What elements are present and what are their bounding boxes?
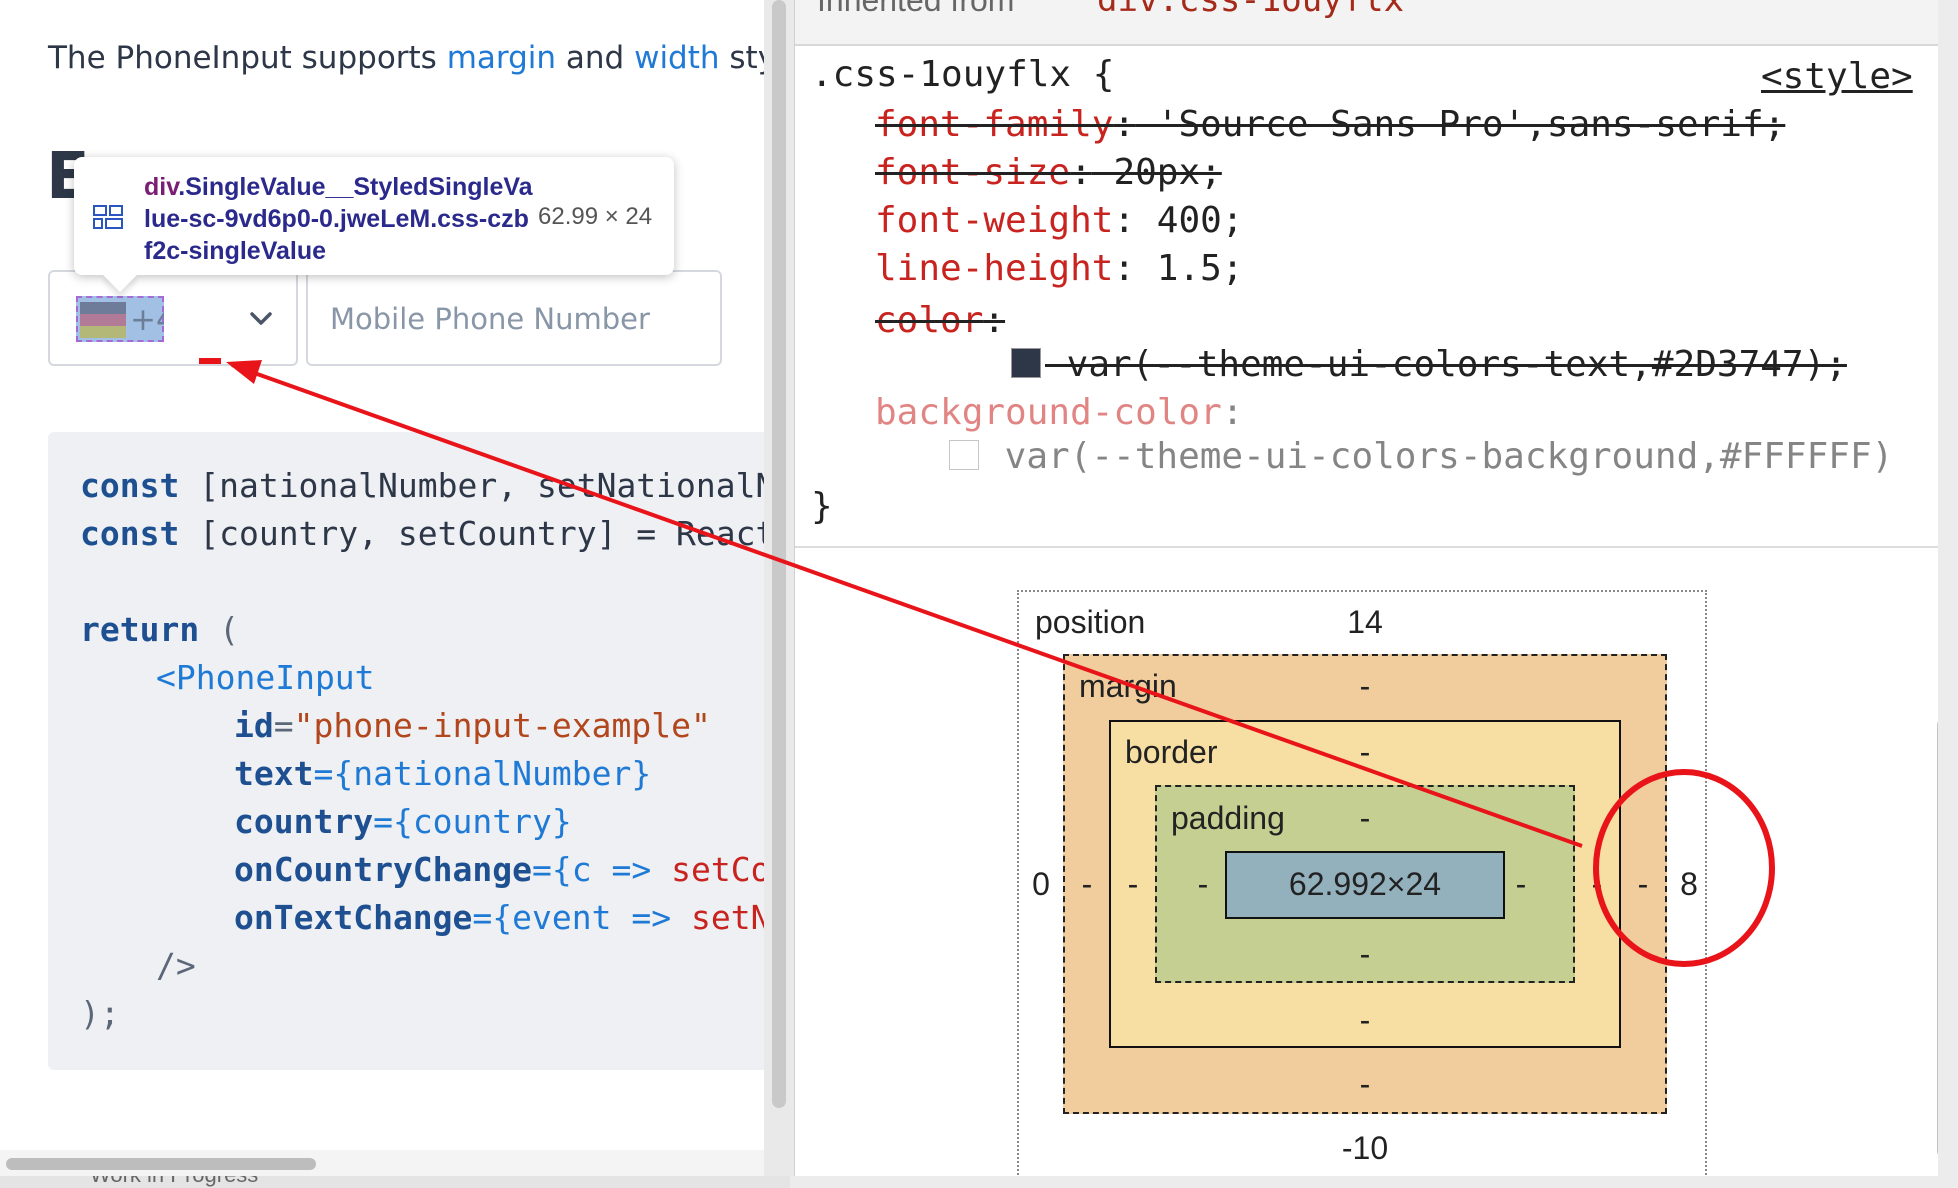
margin-top[interactable]: - — [1359, 668, 1371, 704]
inspected-element-highlight: +49 — [76, 296, 164, 342]
padding-top[interactable]: - — [1359, 800, 1371, 836]
code-line: id="phone-input-example" — [234, 706, 711, 745]
chevron-down-icon[interactable] — [246, 304, 276, 334]
background-swatch[interactable] — [949, 440, 979, 470]
flex-container-icon — [93, 205, 123, 229]
intro-text: The PhoneInput supports — [48, 40, 437, 76]
declaration-line-height[interactable]: line-height: 1.5; — [875, 248, 1244, 289]
padding-right[interactable]: - — [1515, 866, 1527, 902]
declaration-color[interactable]: color: — [875, 300, 1006, 341]
margin-label: margin — [1079, 668, 1177, 704]
inherited-header: Inherited from div.css-1ouyflx — [795, 0, 1938, 46]
code-line: onCountryChange={c => setCou — [234, 850, 764, 889]
color-swatch[interactable] — [1011, 348, 1041, 378]
code-line: /> — [156, 946, 196, 985]
position-bottom[interactable]: -10 — [1341, 1130, 1389, 1166]
inspector-tooltip: div.SingleValue__StyledSingleValue-sc-9v… — [74, 157, 674, 292]
position-label: position — [1035, 604, 1146, 640]
scrollbar-thumb[interactable] — [6, 1158, 316, 1170]
code-line: text={nationalNumber} — [234, 754, 652, 793]
declaration-font-size[interactable]: font-size: 20px; — [875, 152, 1222, 193]
code-line: country={country} — [234, 802, 572, 841]
border-left[interactable]: - — [1127, 866, 1139, 902]
declaration-color-value[interactable]: var(--theme-ui-colors-text,#2D3747); — [1011, 344, 1847, 385]
code-line: ); — [80, 994, 120, 1033]
section-divider — [795, 546, 1938, 548]
margin-link[interactable]: margin — [446, 40, 557, 76]
declaration-background-value[interactable]: var(--theme-ui-colors-background,#FFFFFF… — [949, 436, 1893, 477]
inherited-label: Inherited from — [817, 0, 1015, 18]
tooltip-selector: div.SingleValue__StyledSingleValue-sc-9v… — [144, 171, 534, 267]
width-link[interactable]: width — [634, 40, 720, 76]
devtools-panel: Inherited from div.css-1ouyflx .css-1ouy… — [794, 0, 1938, 1176]
border-right[interactable]: - — [1591, 866, 1603, 902]
content-size[interactable]: 62.992×24 — [1288, 866, 1442, 902]
docs-page: The PhoneInput supports margin and width… — [0, 0, 764, 1150]
intro-and: and — [565, 40, 625, 76]
rule-selector[interactable]: .css-1ouyflx { — [811, 54, 1115, 95]
intro-paragraph: The PhoneInput supports margin and width… — [48, 40, 764, 76]
code-example: const [nationalNumber, setNationalNu con… — [48, 432, 764, 1070]
code-line: <PhoneInput — [156, 658, 375, 697]
inherited-selector-link[interactable]: div.css-1ouyflx — [1097, 0, 1405, 20]
horizontal-scrollbar[interactable] — [0, 1150, 764, 1176]
padding-left[interactable]: - — [1197, 866, 1209, 902]
tooltip-classes: .SingleValue__StyledSingleValue-sc-9vd6p… — [144, 173, 533, 265]
intro-text-end: styl — [729, 40, 764, 76]
tooltip-dimensions: 62.99 × 24 — [538, 203, 653, 230]
vertical-scrollbar-thumb[interactable] — [772, 0, 786, 1108]
padding-label: padding — [1171, 800, 1285, 836]
margin-bottom[interactable]: - — [1359, 1066, 1371, 1102]
code-line: return ( — [80, 610, 239, 649]
dial-code-value: +49 — [130, 302, 164, 338]
code-line: const [country, setCountry] = React. — [80, 514, 764, 553]
country-select[interactable]: +49 — [48, 270, 298, 366]
border-bottom[interactable]: - — [1359, 1002, 1371, 1038]
status-strip: Work in Progress — [0, 1176, 790, 1188]
style-source-link[interactable]: <style> — [1761, 56, 1913, 97]
code-line: onTextChange={event => setNa — [234, 898, 764, 937]
padding-bottom[interactable]: - — [1359, 936, 1371, 972]
margin-right[interactable]: - — [1637, 866, 1649, 902]
code-line: const [nationalNumber, setNationalNu — [80, 466, 764, 505]
pane-divider[interactable] — [764, 0, 794, 1176]
status-text: Work in Progress — [90, 1176, 258, 1188]
rule-close: } — [811, 486, 833, 527]
position-right[interactable]: 8 — [1680, 866, 1698, 902]
tooltip-tag: div — [144, 173, 179, 201]
box-model-content — [1225, 851, 1505, 919]
declaration-font-weight[interactable]: font-weight: 400; — [875, 200, 1244, 241]
phone-number-input[interactable]: Mobile Phone Number — [306, 270, 722, 366]
border-top[interactable]: - — [1359, 734, 1371, 770]
declaration-background-color[interactable]: background-color: — [875, 392, 1244, 433]
position-left[interactable]: 0 — [1032, 866, 1050, 902]
border-label: border — [1125, 734, 1218, 770]
devtools-scrollbar-thumb[interactable] — [1937, 718, 1938, 1158]
position-top[interactable]: 14 — [1347, 604, 1383, 640]
declaration-font-family[interactable]: font-family: 'Source Sans Pro',sans-seri… — [875, 104, 1786, 145]
german-flag-icon — [80, 302, 126, 338]
margin-left[interactable]: - — [1081, 866, 1093, 902]
